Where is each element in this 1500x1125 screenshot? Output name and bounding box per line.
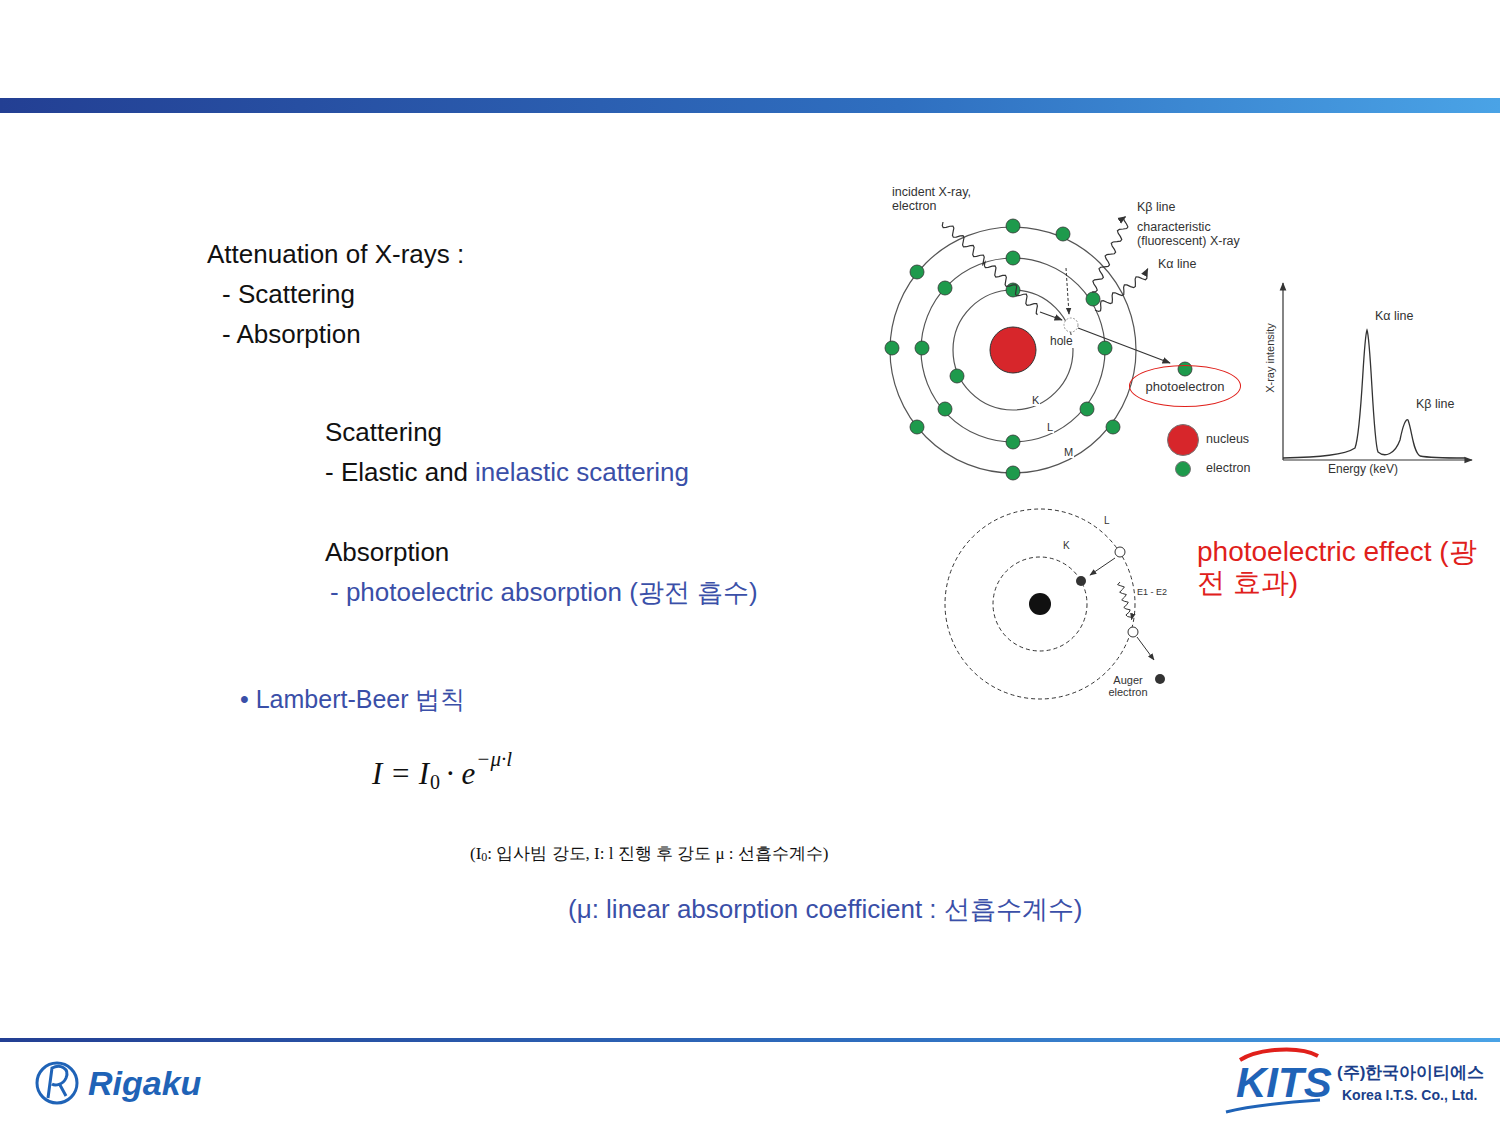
electron-dot <box>1006 466 1020 480</box>
electron-dot <box>938 402 952 416</box>
electron-dot <box>885 341 899 355</box>
formula-exponent: −μ·l <box>476 748 512 771</box>
peak-label: Kβ line <box>1416 398 1454 412</box>
node-text: photoelectron <box>1146 379 1225 394</box>
auger-diagram <box>945 509 1165 699</box>
bottom-bar <box>0 1038 1500 1042</box>
legend-text: electron <box>1206 462 1250 476</box>
peak-label: Kα line <box>1375 310 1414 324</box>
electron-dot <box>1006 435 1020 449</box>
electron-dot <box>1006 219 1020 233</box>
list-item: - photoelectric absorption (광전 흡수) <box>330 578 758 607</box>
hole-label: hole <box>1049 335 1074 348</box>
callout-label: Auger electron <box>1101 674 1156 698</box>
electron-dot <box>1106 420 1120 434</box>
company-name: (주)한국아이티에스 <box>1337 1064 1484 1083</box>
list-item: - Absorption <box>222 320 361 349</box>
list-item: - Scattering <box>222 280 355 309</box>
section-heading: Absorption <box>325 538 449 567</box>
shell-label: K <box>1031 394 1040 406</box>
list-item: - Elastic and <box>325 458 468 487</box>
electron-dot <box>1080 402 1094 416</box>
section-heading: Scattering <box>325 418 442 447</box>
axis-label: X-ray intensity <box>1264 323 1276 393</box>
top-bar <box>0 98 1500 113</box>
heading: Attenuation of X-rays : <box>207 240 464 269</box>
electron-dot <box>1086 292 1100 306</box>
kbeta-wave <box>1092 217 1128 292</box>
rigaku-logo <box>37 1063 77 1103</box>
transition-wave <box>1118 582 1132 620</box>
electron-dot <box>1006 251 1020 265</box>
electron-dot <box>1098 341 1112 355</box>
atom-model <box>885 217 1192 480</box>
shell-label: L <box>1104 515 1110 526</box>
formula: · e <box>446 757 475 791</box>
callout-label: characteristic (fluorescent) X-ray <box>1137 221 1255 249</box>
highlight-text: inelastic scattering <box>475 458 689 487</box>
logo-text: Rigaku <box>88 1065 201 1102</box>
kalpha-wave <box>1095 269 1148 312</box>
legend-swatch <box>1167 424 1199 456</box>
energy-label: E1 - E2 <box>1136 588 1168 598</box>
electron-dot <box>1056 227 1070 241</box>
logo-text: KITS <box>1236 1060 1332 1106</box>
legend-text: nucleus <box>1206 433 1249 447</box>
note-subscript: 0 <box>481 851 487 864</box>
electron-dot <box>910 265 924 279</box>
shell-label: K <box>1063 540 1070 551</box>
incident-wave <box>942 222 1037 315</box>
formula-subscript: 0 <box>430 771 440 793</box>
electron-dot <box>950 369 964 383</box>
definition: (μ: linear absorption coefficient : 선흡수계… <box>568 895 1082 924</box>
spectrum-plot <box>1283 283 1472 460</box>
formula: I = I <box>372 757 429 791</box>
electron-dot <box>915 341 929 355</box>
legend-swatch <box>1175 461 1191 477</box>
callout-label: Kβ line <box>1137 201 1175 215</box>
note: (I <box>470 845 481 864</box>
incident-arrow <box>1040 312 1062 320</box>
callout-label: incident X-ray, electron <box>892 186 992 214</box>
electron-dot <box>938 281 952 295</box>
electron-dot <box>910 420 924 434</box>
highlight-ellipse: photoelectron <box>1129 365 1242 407</box>
shell-label: M <box>1063 446 1074 458</box>
callout-label: Kα line <box>1158 258 1197 272</box>
company-name: Korea I.T.S. Co., Ltd. <box>1342 1088 1477 1103</box>
effect-label: photoelectric effect (광전 효과) <box>1197 537 1482 599</box>
note: : 입사빔 강도, I: l 진행 후 강도 μ : 선흡수계수) <box>487 845 828 864</box>
axis-label: Energy (keV) <box>1328 463 1398 476</box>
bullet-text: • Lambert-Beer 법칙 <box>240 686 466 714</box>
shell-label: L <box>1046 421 1054 433</box>
